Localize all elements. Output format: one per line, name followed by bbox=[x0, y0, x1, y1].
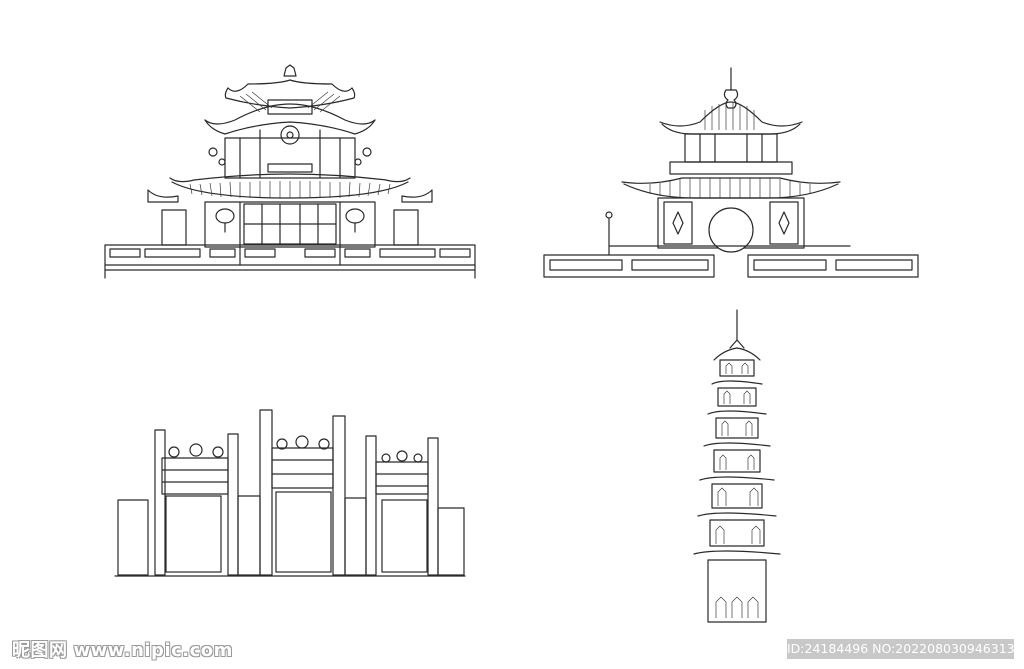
pagoda-illustration bbox=[690, 308, 790, 628]
watermark-url: www.nipic.com bbox=[73, 640, 233, 661]
image-id-box: ID:24184496 NO:20220803094631384103 bbox=[787, 639, 1024, 659]
watermark-cn: 昵图网 bbox=[12, 640, 68, 661]
memorial-archway-illustration bbox=[110, 400, 470, 585]
gate-pavilion-illustration bbox=[540, 60, 920, 285]
pavilion-multi-tier-illustration bbox=[100, 60, 480, 285]
